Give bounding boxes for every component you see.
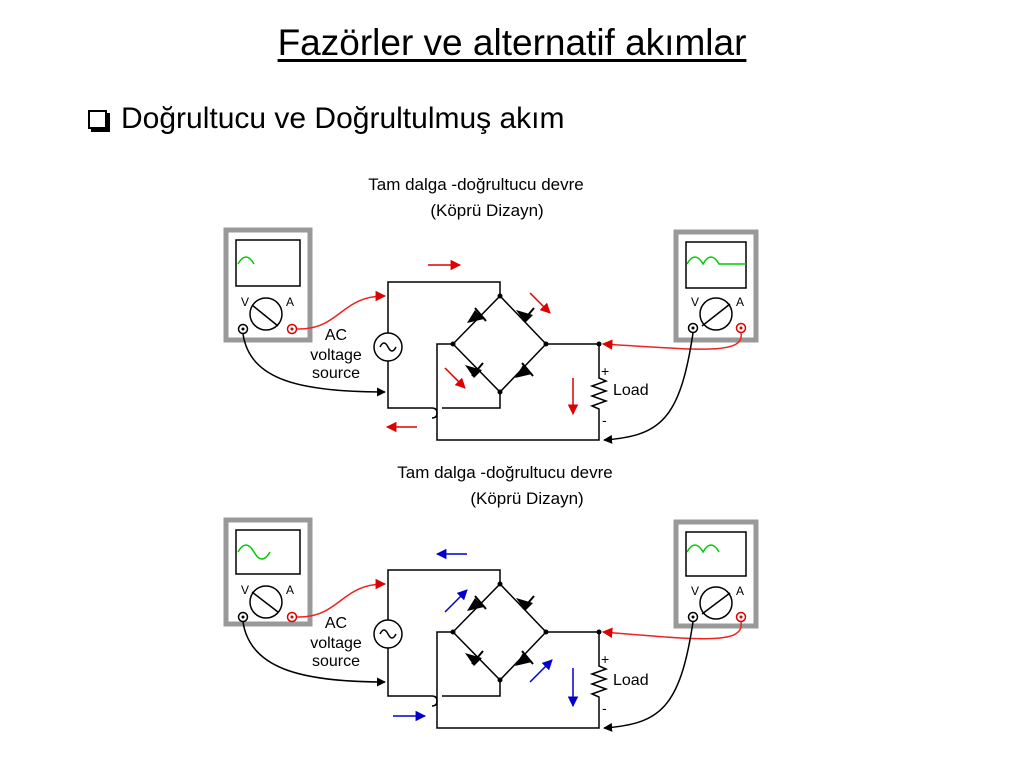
meter-dial-icon: [699, 297, 733, 331]
black-lead: [603, 332, 694, 444]
source-label-ac: AC: [325, 327, 347, 344]
load-resistor-icon: [589, 660, 609, 708]
scope-screen: [685, 531, 747, 577]
slide-title: Fazörler ve alternatif akımlar: [277, 22, 747, 63]
bridge-diodes: [450, 293, 602, 395]
load-label: Load: [613, 382, 649, 399]
source-label-source: source: [312, 365, 360, 382]
source-label-voltage: voltage: [310, 635, 362, 652]
scope-trace-icon: [237, 256, 255, 265]
red-lead: [601, 621, 742, 640]
load-minus-label: -: [602, 412, 607, 428]
scope-screen: [685, 241, 747, 289]
red-lead: [601, 332, 742, 350]
load-plus-label: +: [601, 651, 609, 667]
bridge-diodes: [450, 581, 602, 683]
meter-a-label: A: [736, 295, 744, 309]
current-arrow-icon: [529, 659, 553, 683]
load-label: Load: [613, 672, 649, 689]
current-arrow-icon: [444, 367, 466, 389]
load-minus-label: -: [602, 700, 607, 716]
scope-trace-icon: [237, 544, 271, 560]
diode-icon: [465, 365, 482, 378]
meter-a-label: A: [736, 584, 744, 598]
diode-icon: [465, 653, 482, 666]
scope-trace-icon: [686, 544, 720, 554]
scope-screen: [235, 239, 301, 287]
load-resistor-icon: [589, 372, 609, 420]
meter-v-label: V: [691, 295, 699, 309]
circuit-wires: [387, 281, 600, 441]
diode-icon: [516, 598, 533, 611]
diagram-1-subtitle: (Köprü Dizayn): [430, 201, 543, 220]
diode-icon: [467, 598, 484, 611]
black-lead: [603, 621, 694, 732]
diagram-2: Tam dalga -doğrultucu devre (Köprü Dizay…: [223, 463, 759, 732]
right-meter: V A: [673, 229, 759, 343]
meter-a-label: A: [286, 583, 294, 597]
load-plus-label: +: [601, 363, 609, 379]
bullet-text: Doğrultucu ve Doğrultulmuş akım: [121, 102, 565, 135]
bullet-item: Doğrultucu ve Doğrultulmuş akım: [88, 102, 565, 136]
black-lead: [242, 621, 386, 687]
source-label-voltage: voltage: [310, 347, 362, 364]
diode-icon: [515, 365, 532, 378]
red-lead: [296, 290, 387, 330]
diode-icon: [516, 310, 533, 323]
red-lead: [296, 578, 387, 618]
source-label-ac: AC: [325, 615, 347, 632]
current-arrow-icon: [529, 292, 551, 314]
current-arrows: [393, 548, 579, 722]
diode-icon: [467, 310, 484, 323]
diagram-2-subtitle: (Köprü Dizayn): [470, 489, 583, 508]
meter-a-label: A: [286, 295, 294, 309]
left-meter: V A: [223, 517, 313, 627]
meter-v-label: V: [241, 295, 249, 309]
meter-v-label: V: [241, 583, 249, 597]
left-meter: V A: [223, 227, 313, 343]
diode-icon: [515, 653, 532, 666]
black-lead: [242, 333, 386, 397]
diagram-1: Tam dalga -doğrultucu devre (Köprü Dizay…: [223, 175, 759, 444]
meter-v-label: V: [691, 584, 699, 598]
source-label-source: source: [312, 653, 360, 670]
current-arrows: [385, 259, 579, 433]
checkbox-bullet-icon: [88, 109, 107, 129]
right-meter: V A: [673, 519, 759, 629]
diagram-2-title: Tam dalga -doğrultucu devre: [397, 463, 612, 482]
diagram-1-title: Tam dalga -doğrultucu devre: [368, 175, 583, 194]
scope-trace-icon: [686, 256, 746, 266]
current-arrow-icon: [444, 589, 468, 613]
circuit-wires: [387, 569, 600, 729]
scope-screen: [235, 529, 301, 575]
